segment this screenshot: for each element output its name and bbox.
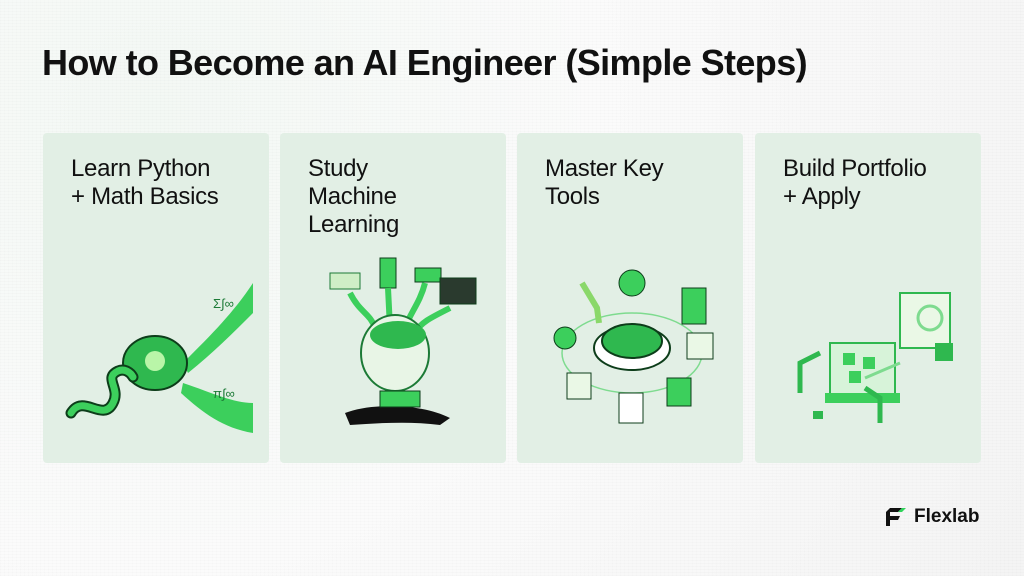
step-title: Build Portfolio + Apply: [783, 155, 927, 210]
svg-text:Σ∫∞: Σ∫∞: [213, 296, 234, 311]
step-card-python-math: Learn Python + Math Basics Σ∫∞ π∫∞: [43, 133, 269, 463]
step-card-key-tools: Master Key Tools: [517, 133, 743, 463]
step-card-portfolio-apply: Build Portfolio + Apply: [755, 133, 981, 463]
head-brain-books-laptop-icon: [329, 257, 477, 425]
brain-tools-cycle-icon: [553, 269, 714, 424]
step-card-machine-learning: Study Machine Learning: [280, 133, 506, 463]
page-title: How to Become an AI Engineer (Simple Ste…: [42, 42, 808, 83]
brain-snake-math-icon: Σ∫∞ π∫∞: [65, 283, 253, 433]
svg-text:π∫∞: π∫∞: [213, 386, 235, 401]
robot-arms-portfolio-icon: [797, 292, 953, 423]
flexlab-logo-icon: [886, 508, 906, 526]
step-title: Study Machine Learning: [308, 155, 400, 238]
step-title: Learn Python + Math Basics: [71, 155, 219, 210]
step-title: Master Key Tools: [545, 155, 664, 210]
brand-name: Flexlab: [914, 506, 980, 527]
brand-logo: Flexlab: [884, 506, 979, 528]
